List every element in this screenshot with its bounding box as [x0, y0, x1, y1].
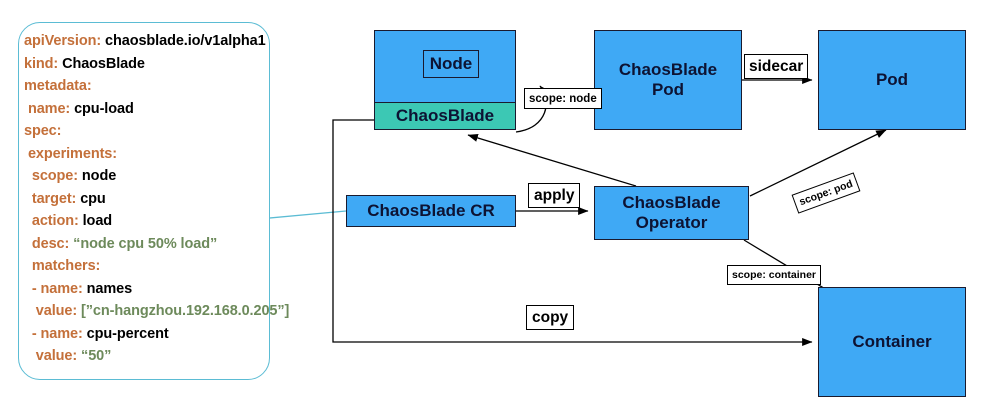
yaml-line: desc: “node cpu 50% load”	[24, 233, 324, 256]
node-label: Node	[423, 50, 479, 78]
yaml-value: “node cpu 50% load”	[69, 235, 218, 252]
yaml-value: “50”	[77, 348, 112, 364]
yaml-line: experiments:	[24, 143, 324, 166]
yaml-key: metadata:	[24, 78, 92, 94]
yaml-value: load	[78, 213, 113, 229]
yaml-key: name:	[27, 100, 71, 117]
yaml-value: cpu-load	[70, 100, 134, 117]
yaml-value: [”cn-hangzhou.192.168.0.205”]	[77, 303, 290, 319]
edge-label-scope-container: scope: container	[727, 265, 822, 285]
edge-operator-to-chaosblade	[467, 134, 637, 187]
yaml-key: desc:	[31, 235, 70, 252]
yaml-value: node	[78, 168, 117, 184]
pod-box[interactable]: Pod	[818, 30, 966, 130]
edge-label-apply: apply	[528, 183, 581, 208]
yaml-key: action:	[31, 213, 79, 229]
yaml-value: names	[82, 280, 133, 297]
edge-label-copy: copy	[526, 305, 575, 330]
edge-label-sidecar: sidecar	[744, 54, 809, 79]
yaml-key: value:	[35, 303, 78, 319]
yaml-line: kind: ChaosBlade	[24, 53, 324, 76]
yaml-line: metadata:	[24, 75, 324, 98]
yaml-line: spec:	[24, 120, 324, 143]
yaml-line: - name: cpu-percent	[24, 323, 324, 346]
yaml-line: - name: names	[24, 278, 324, 301]
yaml-key: - name:	[31, 280, 83, 297]
chaosblade-cr-box[interactable]: ChaosBlade CR	[346, 195, 516, 227]
yaml-line: scope: node	[24, 165, 324, 188]
container-box[interactable]: Container	[818, 287, 966, 397]
yaml-line: name: cpu-load	[24, 98, 324, 121]
yaml-key: apiVersion:	[24, 33, 102, 49]
edge-label-scope-node: scope: node	[524, 88, 602, 109]
yaml-key: kind:	[24, 55, 59, 72]
yaml-key: target:	[31, 190, 77, 207]
yaml-line: matchers:	[24, 255, 324, 278]
yaml-line: value: [”cn-hangzhou.192.168.0.205”]	[24, 300, 324, 323]
yaml-line: target: cpu	[24, 188, 324, 211]
yaml-value: chaosblade.io/v1alpha1	[101, 33, 266, 49]
edge-scope-pod	[749, 129, 887, 197]
yaml-line: apiVersion: chaosblade.io/v1alpha1	[24, 30, 324, 53]
chaosblade-agent-box[interactable]: ChaosBlade	[374, 102, 516, 130]
yaml-key: value:	[35, 348, 78, 364]
yaml-key: matchers:	[31, 258, 101, 274]
yaml-line: value: “50”	[24, 345, 324, 368]
yaml-key: spec:	[24, 123, 62, 139]
yaml-value: cpu-percent	[82, 325, 169, 342]
yaml-line: action: load	[24, 210, 324, 233]
yaml-value: cpu	[76, 190, 106, 207]
yaml-key: experiments:	[27, 145, 117, 162]
edge-copy	[332, 119, 813, 347]
yaml-key: - name:	[31, 325, 83, 342]
yaml-key: scope:	[31, 168, 78, 184]
yaml-callout	[18, 22, 270, 380]
yaml-value: ChaosBlade	[58, 55, 145, 72]
